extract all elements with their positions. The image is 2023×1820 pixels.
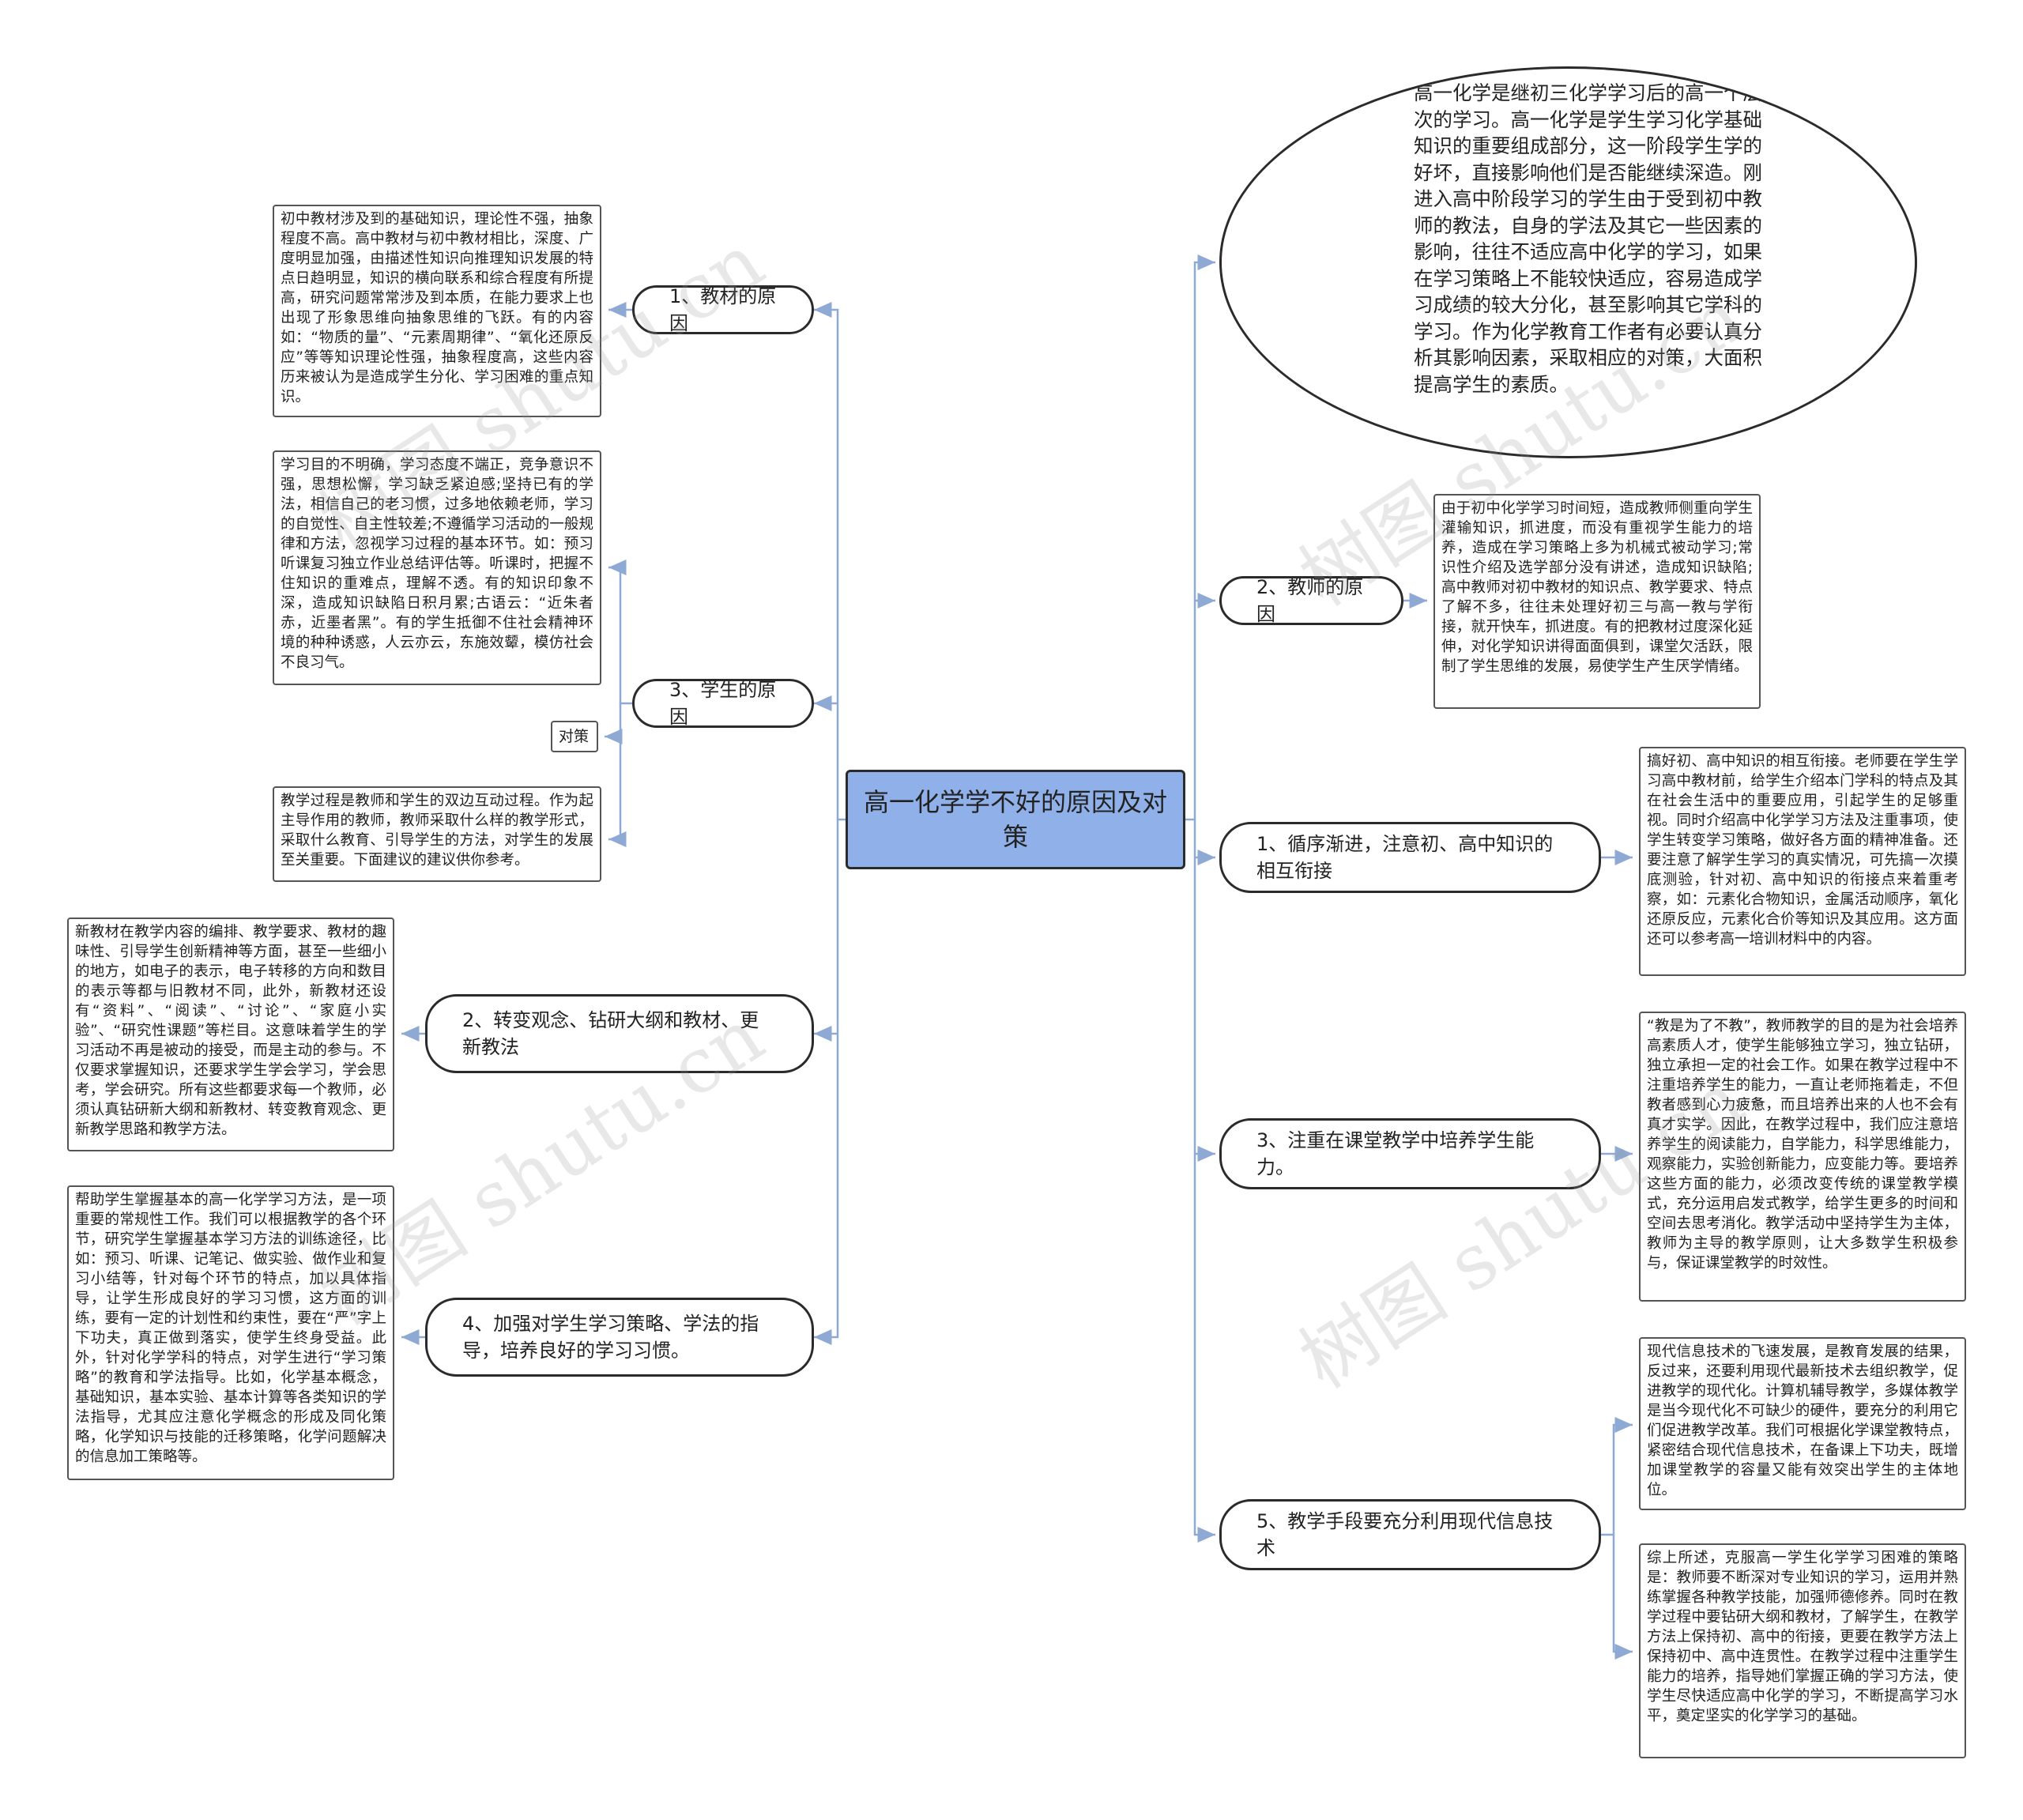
leaf-ability[interactable]: “教是为了不教”，教师教学的目的是为社会培养高素质人才，使学生能够独立学习，独立… xyxy=(1639,1012,1966,1302)
leaf-textbook[interactable]: 初中教材涉及到的基础知识，理论性不强，抽象程度不高。高中教材与初中教材相比，深度… xyxy=(273,205,601,417)
branch-teacher[interactable]: 2、教师的原因 xyxy=(1219,576,1403,625)
leaf-student-text: 学习目的不明确，学习态度不端正，竞争意识不强，思想松懈，学习缺乏紧迫感;坚持已有… xyxy=(281,457,593,671)
leaf-concept-text: 新教材在教学内容的编排、教学要求、教材的趣味性、引导学生创新精神等方面，甚至一些… xyxy=(75,924,386,1138)
branch-ability[interactable]: 3、注重在课堂教学中培养学生能力。 xyxy=(1219,1118,1601,1189)
branch-gradual[interactable]: 1、循序渐进，注意初、高中知识的相互衔接 xyxy=(1219,822,1601,893)
leaf-gradual-text: 搞好初、高中知识的相互衔接。老师要在学生学习高中教材前，给学生介绍本门学科的特点… xyxy=(1647,753,1958,948)
leaf-concept[interactable]: 新教材在教学内容的编排、教学要求、教材的趣味性、引导学生创新精神等方面，甚至一些… xyxy=(67,918,394,1151)
branch-student[interactable]: 3、学生的原因 xyxy=(632,679,814,728)
branch-strategy-label: 4、加强对学生学习策略、学法的指导，培养良好的学习习惯。 xyxy=(462,1313,759,1362)
branch-modern[interactable]: 5、教学手段要充分利用现代信息技术 xyxy=(1219,1499,1601,1570)
leaf-textbook-text: 初中教材涉及到的基础知识，理论性不强，抽象程度不高。高中教材与初中教材相比，深度… xyxy=(281,211,593,405)
leaf-student[interactable]: 学习目的不明确，学习态度不端正，竞争意识不强，思想松懈，学习缺乏紧迫感;坚持已有… xyxy=(273,450,601,685)
leaf-strategy-text: 帮助学生掌握基本的高一化学学习方法，是一项重要的常规性工作。我们可以根据教学的各… xyxy=(75,1192,386,1465)
leaf-gradual[interactable]: 搞好初、高中知识的相互衔接。老师要在学生学习高中教材前，给学生介绍本门学科的特点… xyxy=(1639,747,1966,976)
branch-textbook-label: 1、教材的原因 xyxy=(669,285,777,334)
leaf-modern[interactable]: 现代信息技术的飞速发展，是教育发展的结果，反过来，还要利用现代最新技术去组织教学… xyxy=(1639,1337,1966,1510)
branch-strategy[interactable]: 4、加强对学生学习策略、学法的指导，培养良好的学习习惯。 xyxy=(425,1298,814,1377)
leaf-teacher-text: 由于初中化学学习时间短，造成教师侧重向学生灌输知识，抓进度，而没有重视学生能力的… xyxy=(1441,500,1753,675)
branch-student-label: 3、学生的原因 xyxy=(669,679,777,728)
branch-concept-label: 2、转变观念、钻研大纲和教材、更新教法 xyxy=(462,1009,759,1058)
leaf-summary[interactable]: 综上所述，克服高一学生化学学习困难的策略是：教师要不断深对专业知识的学习，运用并… xyxy=(1639,1543,1966,1758)
leaf-countermeasure-text: 对策 xyxy=(559,728,590,745)
intro-bubble[interactable]: 高一化学是继初三化学学习后的高一个层次的学习。高一化学是学生学习化学基础知识的重… xyxy=(1219,66,1917,458)
leaf-summary-text: 综上所述，克服高一学生化学学习困难的策略是：教师要不断深对专业知识的学习，运用并… xyxy=(1647,1550,1958,1724)
leaf-strategy[interactable]: 帮助学生掌握基本的高一化学学习方法，是一项重要的常规性工作。我们可以根据教学的各… xyxy=(67,1185,394,1480)
root-topic[interactable]: 高一化学学不好的原因及对策 xyxy=(846,770,1185,869)
branch-concept[interactable]: 2、转变观念、钻研大纲和教材、更新教法 xyxy=(425,994,814,1073)
branch-modern-label: 5、教学手段要充分利用现代信息技术 xyxy=(1256,1510,1554,1559)
root-title: 高一化学学不好的原因及对策 xyxy=(864,787,1168,852)
leaf-process-text: 教学过程是教师和学生的双边互动过程。作为起主导作用的教师，教师采取什么样的教学形… xyxy=(281,793,593,869)
leaf-modern-text: 现代信息技术的飞速发展，是教育发展的结果，反过来，还要利用现代最新技术去组织教学… xyxy=(1647,1343,1958,1498)
branch-textbook[interactable]: 1、教材的原因 xyxy=(632,285,814,334)
intro-text: 高一化学是继初三化学学习后的高一个层次的学习。高一化学是学生学习化学基础知识的重… xyxy=(1414,81,1762,396)
branch-gradual-label: 1、循序渐进，注意初、高中知识的相互衔接 xyxy=(1256,833,1554,882)
leaf-ability-text: “教是为了不教”，教师教学的目的是为社会培养高素质人才，使学生能够独立学习，独立… xyxy=(1647,1018,1958,1272)
leaf-process[interactable]: 教学过程是教师和学生的双边互动过程。作为起主导作用的教师，教师采取什么样的教学形… xyxy=(273,786,601,882)
branch-ability-label: 3、注重在课堂教学中培养学生能力。 xyxy=(1256,1129,1535,1178)
leaf-teacher[interactable]: 由于初中化学学习时间短，造成教师侧重向学生灌输知识，抓进度，而没有重视学生能力的… xyxy=(1433,494,1761,709)
branch-teacher-label: 2、教师的原因 xyxy=(1256,576,1364,625)
leaf-countermeasure[interactable]: 对策 xyxy=(551,721,598,752)
